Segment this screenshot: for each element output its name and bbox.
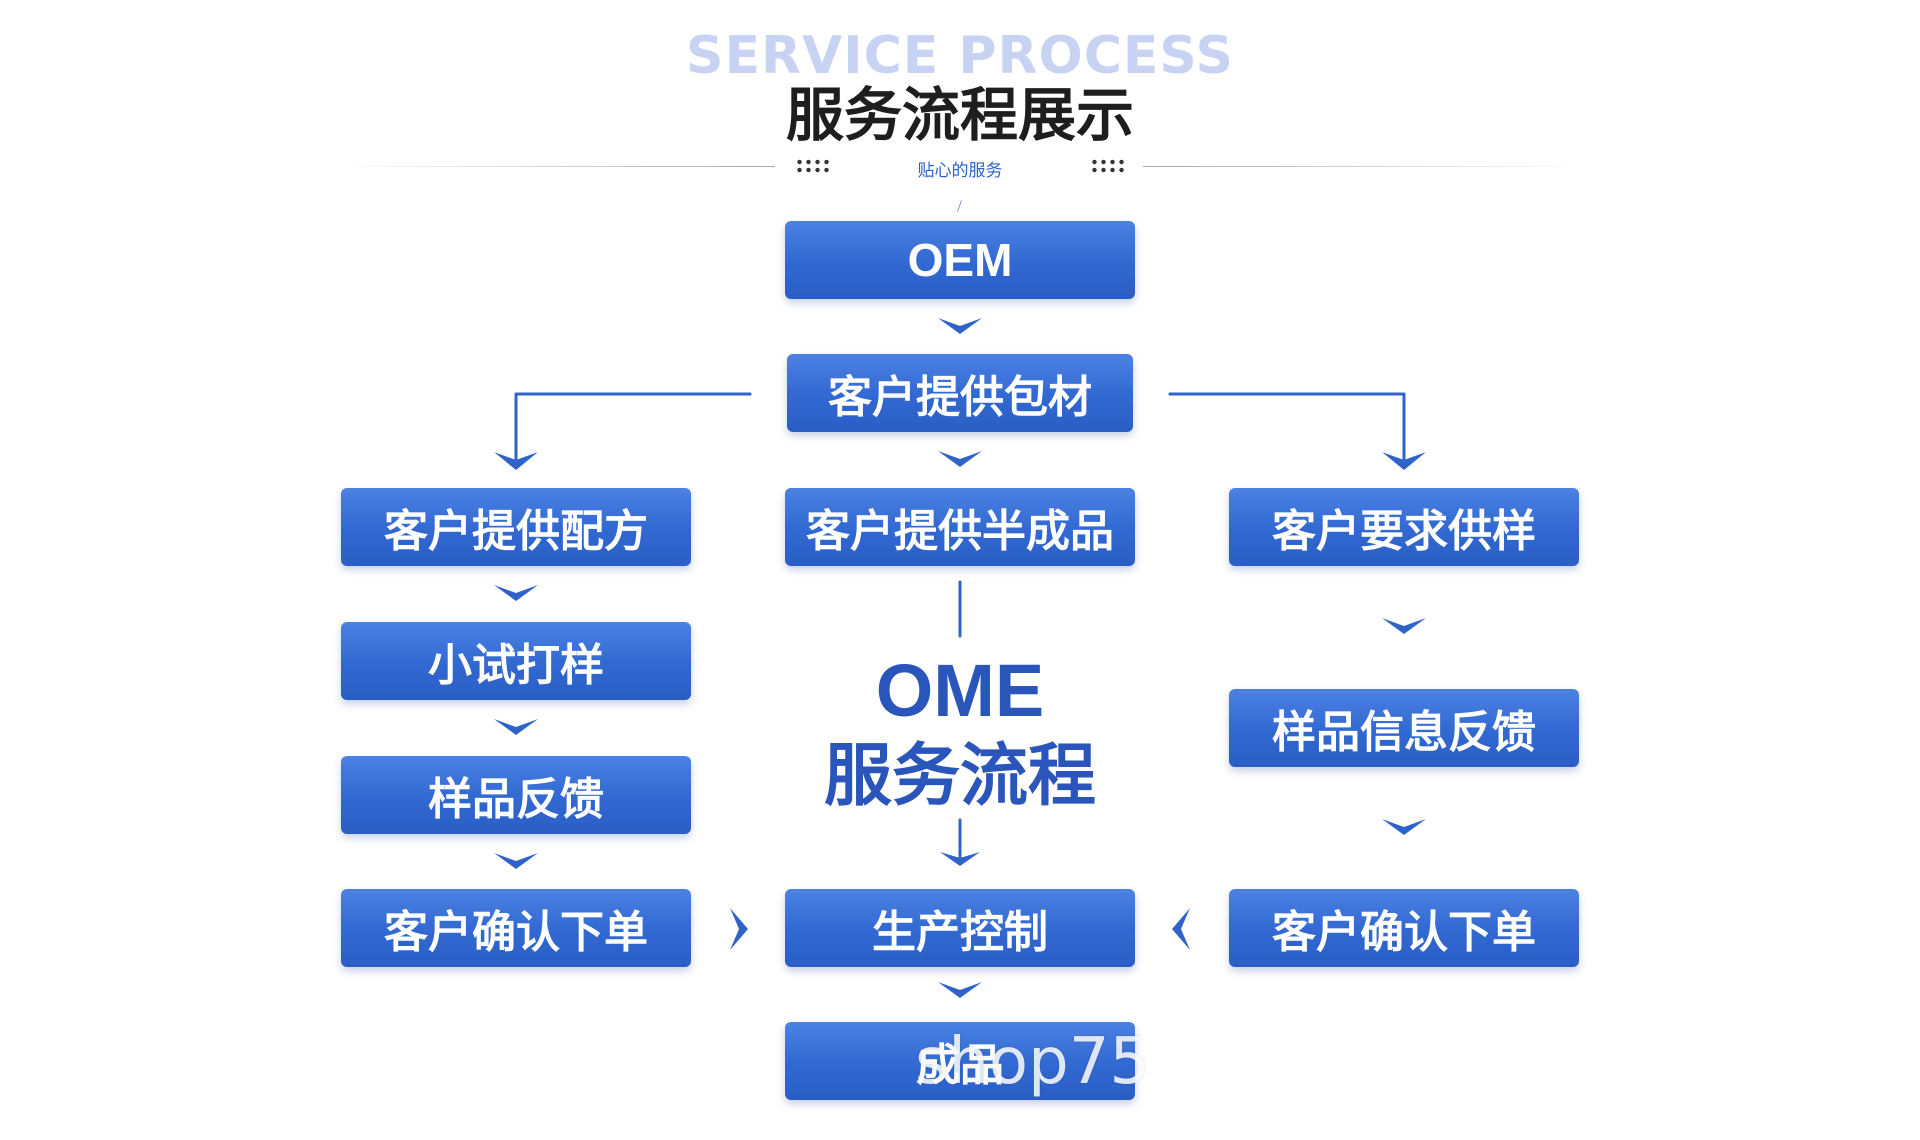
semi-finished-box: 客户提供半成品 xyxy=(785,488,1135,566)
center-title: OME xyxy=(875,649,1045,732)
right-divider xyxy=(1143,166,1590,167)
right-branch-line xyxy=(1168,392,1406,462)
finished-product-label: 成品 xyxy=(916,1040,1004,1091)
arrowhead-down-icon xyxy=(494,452,538,470)
subtitle: 贴心的服务 xyxy=(917,161,1003,181)
chevron-down-icon xyxy=(494,719,538,735)
chevron-down-icon xyxy=(1382,819,1426,835)
left-dots-icon xyxy=(795,158,831,174)
sample-request-box: 客户要求供样 xyxy=(1229,488,1579,566)
confirm-order-right-box: 客户确认下单 xyxy=(1229,889,1579,967)
chevron-down-icon xyxy=(494,585,538,601)
finished-product-box: 成品 xyxy=(785,1022,1135,1100)
sample-feedback-label: 样品反馈 xyxy=(428,774,604,825)
trial-sample-box: 小试打样 xyxy=(341,622,691,700)
trial-sample-label: 小试打样 xyxy=(428,640,604,691)
formula-box: 客户提供配方 xyxy=(341,488,691,566)
oem-box: OEM xyxy=(785,221,1135,299)
english-title: SERVICE PROCESS xyxy=(686,26,1234,86)
confirm-order-left-box: 客户确认下单 xyxy=(341,889,691,967)
packaging-label: 客户提供包材 xyxy=(828,372,1092,423)
center-subtitle: 服务流程 xyxy=(823,737,1096,816)
chevron-left-icon xyxy=(1172,908,1190,950)
right-dots-icon xyxy=(1090,158,1126,174)
chevron-right-icon xyxy=(730,908,748,950)
arrowhead-down-icon xyxy=(940,852,980,866)
left-divider xyxy=(330,166,775,167)
production-control-label: 生产控制 xyxy=(872,907,1048,958)
left-branch-line xyxy=(514,392,752,462)
chevron-down-icon xyxy=(1382,618,1426,634)
chevron-down-icon xyxy=(938,982,982,998)
chevron-down-icon xyxy=(938,451,982,467)
confirm-order-right-label: 客户确认下单 xyxy=(1272,907,1536,958)
watermark: shop75 xyxy=(915,1025,1151,1099)
production-control-box: 生产控制 xyxy=(785,889,1135,967)
sample-info-feedback-box: 样品信息反馈 xyxy=(1229,689,1579,767)
confirm-order-left-label: 客户确认下单 xyxy=(384,907,648,958)
packaging-box: 客户提供包材 xyxy=(787,354,1133,432)
arrowhead-down-icon xyxy=(1382,452,1426,470)
sample-feedback-box: 样品反馈 xyxy=(341,756,691,834)
sample-request-label: 客户要求供样 xyxy=(1272,506,1536,557)
oem-label: OEM xyxy=(907,234,1013,286)
chevron-down-icon xyxy=(938,318,982,334)
chevron-down-icon xyxy=(494,853,538,869)
semi-finished-label: 客户提供半成品 xyxy=(806,506,1114,557)
formula-label: 客户提供配方 xyxy=(384,506,648,557)
page-title: 服务流程展示 xyxy=(785,81,1134,149)
sample-info-feedback-label: 样品信息反馈 xyxy=(1272,707,1536,758)
